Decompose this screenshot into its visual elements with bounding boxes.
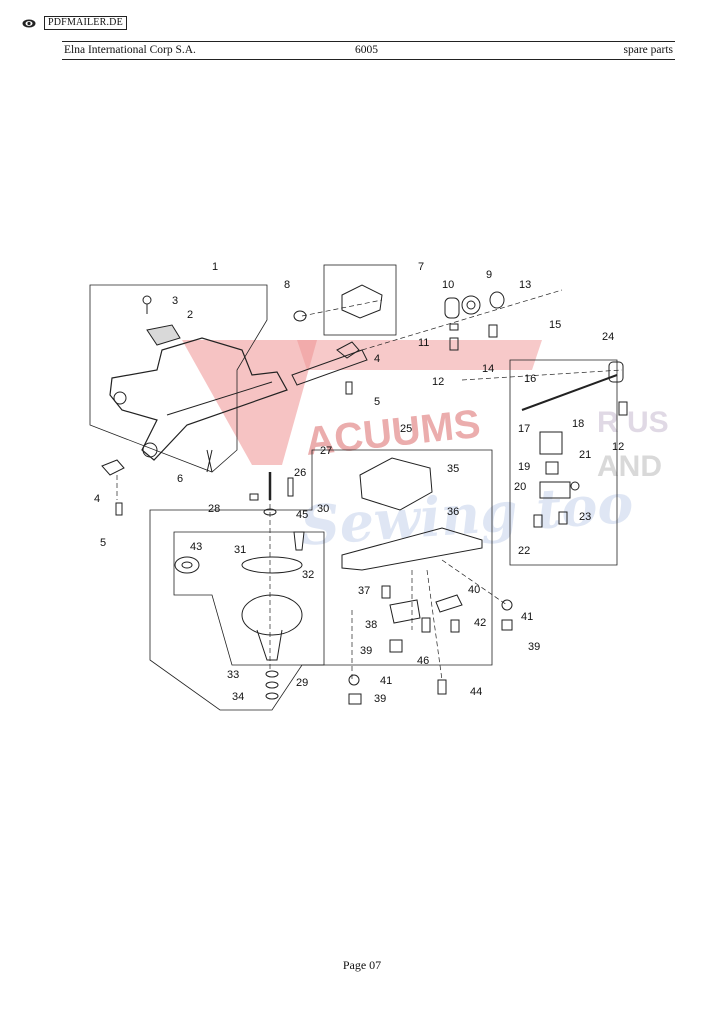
callout-31: 31 <box>234 544 246 556</box>
eye-logo-icon <box>22 19 36 27</box>
exploded-parts-diagram: ACUUMS R US AND Sewing too <box>89 261 669 711</box>
callout-13: 13 <box>519 279 531 291</box>
callout-29: 29 <box>296 677 308 689</box>
callout-16: 16 <box>524 373 536 385</box>
callout-12b: 12 <box>612 441 624 453</box>
callout-20: 20 <box>514 481 526 493</box>
header-company: Elna International Corp S.A. <box>64 44 196 56</box>
page-footer: Page 07 <box>342 958 382 972</box>
callout-41b: 41 <box>380 675 392 687</box>
callout-12a: 12 <box>432 376 444 388</box>
callout-numbers: 1 2 3 4 5 6 7 8 9 10 11 12 13 14 15 16 1… <box>94 261 624 705</box>
callout-34: 34 <box>232 691 244 703</box>
callout-21: 21 <box>579 449 591 461</box>
callout-39a: 39 <box>360 645 372 657</box>
callout-11: 11 <box>418 337 429 349</box>
callout-37: 37 <box>358 585 370 597</box>
top-bar: PDFMAILER.DE <box>22 16 127 30</box>
callout-15: 15 <box>549 319 561 331</box>
callout-33: 33 <box>227 669 239 681</box>
callout-9: 9 <box>486 269 492 281</box>
callout-22: 22 <box>518 545 530 557</box>
callout-23: 23 <box>579 511 591 523</box>
callout-2: 2 <box>187 309 193 321</box>
callout-7: 7 <box>418 261 424 273</box>
callout-14: 14 <box>482 363 494 375</box>
page-header: Elna International Corp S.A. 6005 spare … <box>62 41 675 60</box>
callout-38: 38 <box>365 619 377 631</box>
callout-28: 28 <box>208 503 220 515</box>
callout-6: 6 <box>177 473 183 485</box>
callout-10: 10 <box>442 279 454 291</box>
callout-25: 25 <box>400 423 412 435</box>
callout-46: 46 <box>417 655 429 667</box>
callout-5a: 5 <box>374 396 380 408</box>
callout-30: 30 <box>317 503 329 515</box>
callout-40: 40 <box>468 584 480 596</box>
pdfmailer-badge[interactable]: PDFMAILER.DE <box>44 16 127 30</box>
callout-4a: 4 <box>374 353 380 365</box>
callout-41a: 41 <box>521 611 533 623</box>
callout-36: 36 <box>447 506 459 518</box>
callout-39b: 39 <box>528 641 540 653</box>
callout-17: 17 <box>518 423 530 435</box>
header-model: 6005 <box>355 44 378 56</box>
callout-27: 27 <box>320 445 332 457</box>
callout-18: 18 <box>572 418 584 430</box>
callout-8: 8 <box>284 279 290 291</box>
watermark-suffix2: AND <box>597 450 662 483</box>
callout-1: 1 <box>212 261 218 273</box>
header-section: spare parts <box>623 44 674 56</box>
callout-39c: 39 <box>374 693 386 705</box>
callout-5b: 5 <box>100 537 106 549</box>
callout-32: 32 <box>302 569 314 581</box>
callout-44: 44 <box>470 686 482 698</box>
callout-45: 45 <box>296 509 308 521</box>
callout-42: 42 <box>474 617 486 629</box>
callout-24: 24 <box>602 331 614 343</box>
callout-35: 35 <box>447 463 459 475</box>
callout-43: 43 <box>190 541 202 553</box>
watermark: ACUUMS R US AND Sewing too <box>182 340 669 558</box>
callout-3: 3 <box>172 295 178 307</box>
callout-26: 26 <box>294 467 306 479</box>
callout-4b: 4 <box>94 493 100 505</box>
callout-19: 19 <box>518 461 530 473</box>
watermark-suffix1: R US <box>597 406 669 439</box>
